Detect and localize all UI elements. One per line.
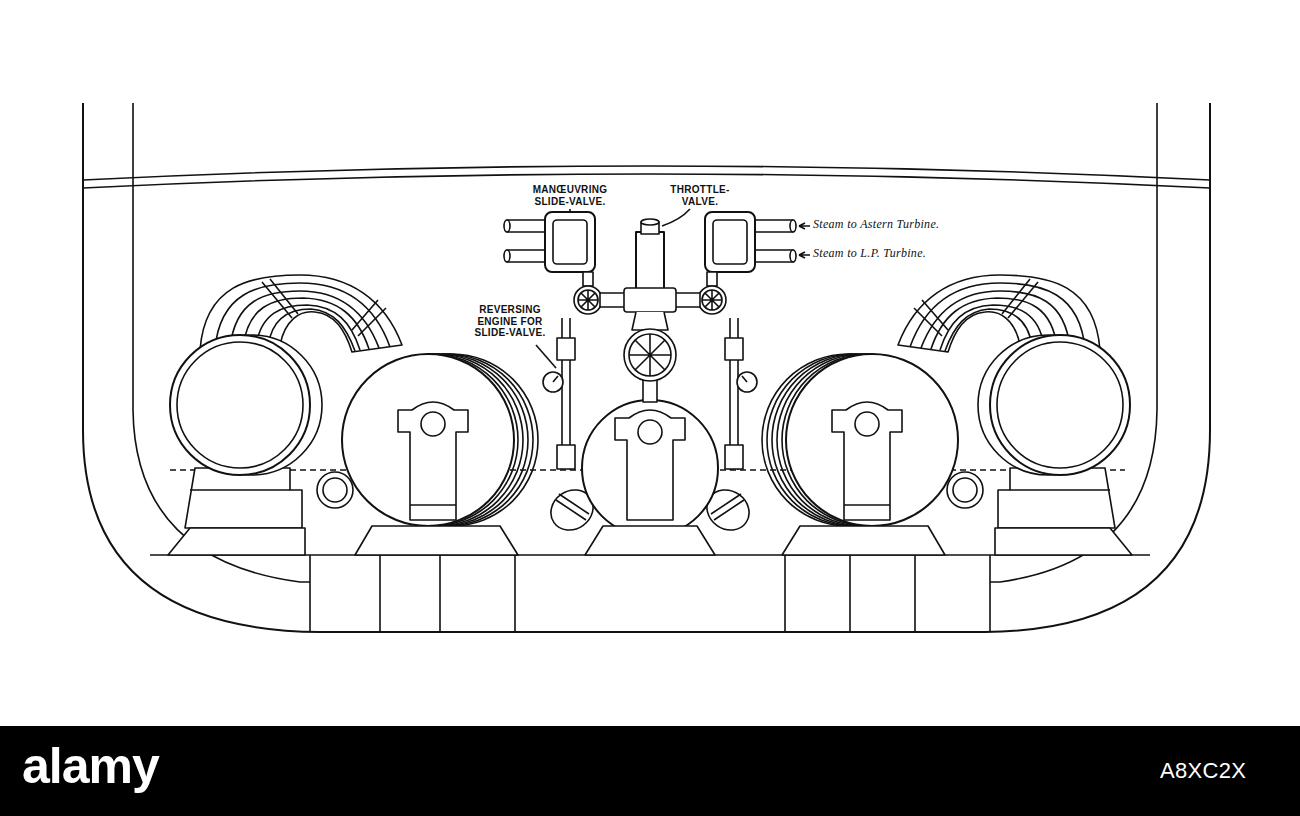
- valve-flange: [624, 288, 676, 312]
- hp-turbine: [582, 400, 718, 536]
- hull-outer: [83, 103, 1210, 632]
- turbine-seat: [585, 526, 715, 555]
- deck-line: [83, 166, 1210, 180]
- watermark: A8XC2X: [1160, 758, 1246, 783]
- wheel-spokes: [629, 334, 671, 376]
- throttle-wheel: [624, 329, 676, 381]
- watermark: alamy: [22, 738, 159, 796]
- throttle-valve: [636, 232, 664, 292]
- valve-stem: [643, 380, 657, 402]
- part-label: MANŒUVRING SLIDE-VALVE.: [522, 184, 618, 207]
- right-machinery: [698, 212, 1132, 555]
- bearing: [638, 420, 662, 444]
- leader-line: [569, 209, 571, 213]
- leader-line: [536, 345, 556, 368]
- leader-line: [662, 209, 690, 226]
- pipe-note: Steam to Astern Turbine.: [813, 218, 939, 232]
- part-label: REVERSING ENGINE FOR SLIDE-VALVE.: [462, 304, 558, 339]
- valve-body: [632, 312, 668, 330]
- flow-arrow: [799, 223, 810, 229]
- pipe-note: Steam to L.P. Turbine.: [813, 247, 926, 261]
- floor-plates: [310, 555, 990, 632]
- left-machinery: [168, 212, 602, 555]
- watermark-bar: [0, 726, 1300, 816]
- flow-arrow: [799, 252, 810, 258]
- valve-cap-top: [641, 219, 659, 225]
- deck-line: [83, 174, 1210, 188]
- hull-inner: [133, 103, 1157, 582]
- part-label: THROTTLE- VALVE.: [662, 184, 738, 207]
- throttle-wheel-rim: [629, 334, 671, 376]
- bearing-pedestal: [615, 410, 685, 520]
- floor-line: [300, 581, 1000, 583]
